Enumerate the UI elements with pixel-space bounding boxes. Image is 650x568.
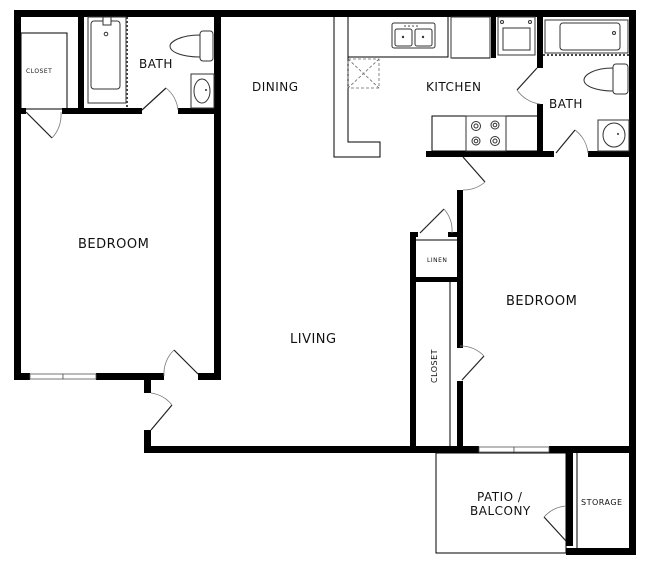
kitchen-sink-icon (391, 22, 436, 49)
bath-left-label: BATH (139, 57, 173, 71)
living-label: LIVING (290, 332, 337, 347)
thin-outlines (20, 17, 578, 554)
bedroom-left-label: BEDROOM (78, 237, 149, 252)
toilet-right-icon (583, 63, 629, 95)
patio-label-line1: PATIO / (477, 490, 523, 504)
closet-left-label: CLOSET (26, 68, 52, 75)
patio-label-line2: BALCONY (470, 504, 531, 518)
bathtub-left-icon (87, 16, 128, 108)
linen-label: LINEN (427, 257, 447, 264)
doors (25, 67, 589, 542)
kitchen-label: KITCHEN (426, 80, 482, 94)
closet-right-label: CLOSET (430, 349, 439, 383)
refrigerator-icon (450, 16, 491, 59)
microwave-icon (497, 16, 536, 56)
room-labels: CLOSET BATH DINING KITCHEN BATH BEDROOM … (26, 57, 623, 518)
bedroom-right-label: BEDROOM (506, 294, 577, 309)
sink-left-icon (190, 73, 215, 109)
bath-right-label: BATH (549, 97, 583, 111)
windows (29, 373, 550, 453)
fixtures (87, 16, 630, 152)
storage-label: STORAGE (581, 498, 623, 507)
dishwasher-icon (347, 58, 380, 89)
toilet-left-icon (169, 30, 214, 62)
dining-label: DINING (252, 80, 299, 94)
stove-icon (465, 115, 507, 152)
sink-right-icon (597, 119, 630, 152)
exterior-walls (14, 10, 636, 555)
bathtub-right-icon (543, 19, 629, 56)
interior-walls (14, 10, 636, 464)
